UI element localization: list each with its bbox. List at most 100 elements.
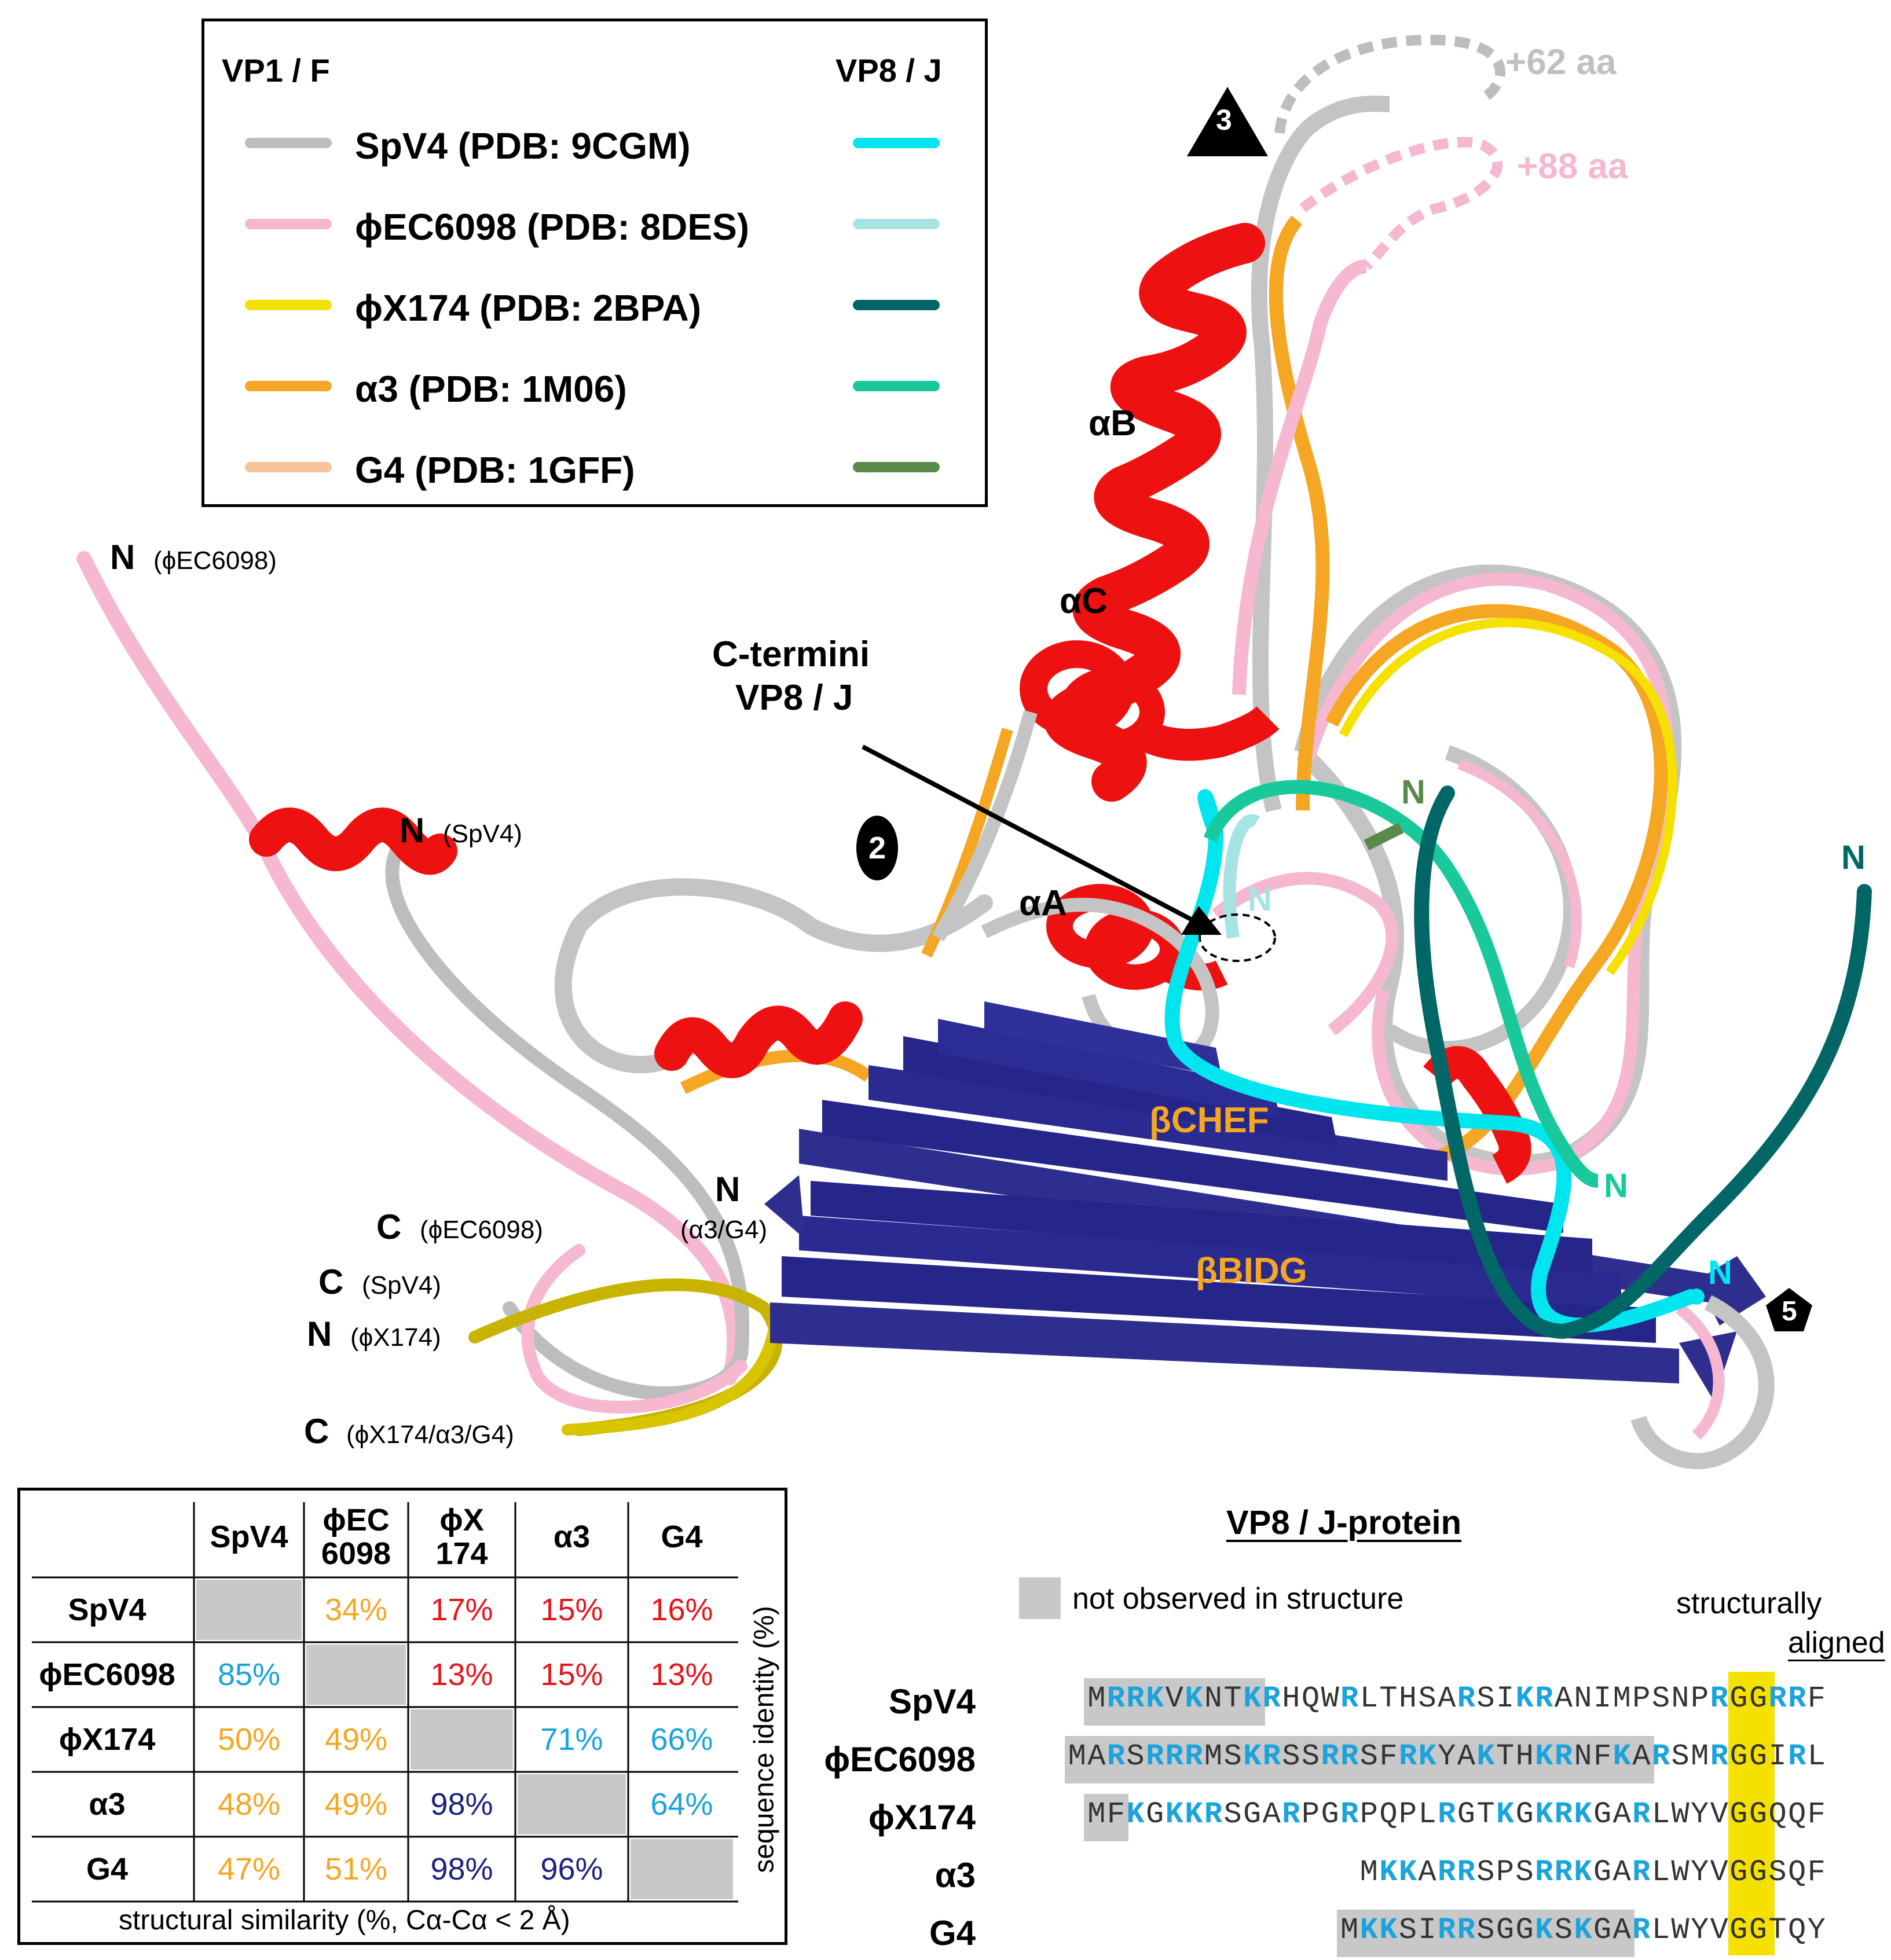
table-cell: 50% bbox=[217, 1722, 281, 1757]
c-spv4-label: C bbox=[318, 1262, 344, 1301]
legend-row: α3 (PDB: 1M06) bbox=[204, 357, 985, 415]
table-row-header: ϕEC6098 bbox=[39, 1657, 175, 1692]
table-diagonal-cell bbox=[518, 1774, 626, 1834]
c-termini-arrow bbox=[862, 744, 1200, 926]
table-cell: 48% bbox=[217, 1787, 281, 1822]
vp8-n-teal-label: N bbox=[1604, 1167, 1628, 1205]
helix-alpha-c bbox=[1020, 640, 1280, 761]
legend-left-header: VP1 / F bbox=[222, 52, 330, 89]
table-cell: 85% bbox=[217, 1657, 281, 1692]
n-ec6098-label: N bbox=[110, 538, 135, 577]
c-termini-label-1: C-termini bbox=[712, 634, 870, 674]
vp8-cyan-n-cap bbox=[1688, 1289, 1705, 1305]
table-diagonal-cell bbox=[411, 1709, 513, 1770]
legend-vp8-swatch bbox=[853, 219, 940, 229]
loop-88-label: +88 aa bbox=[1517, 146, 1628, 186]
legend-vp1-swatch bbox=[245, 300, 332, 310]
sequence-panel-title: VP8 / J-protein bbox=[1226, 1504, 1462, 1541]
table-cell: 47% bbox=[217, 1852, 281, 1886]
n-ec6098-sub: (ϕEC6098) bbox=[153, 546, 277, 575]
table-cell: 34% bbox=[324, 1592, 388, 1627]
c-x174-sub: (ϕX174/α3/G4) bbox=[346, 1421, 514, 1449]
table-cell: 13% bbox=[650, 1657, 713, 1692]
c-ec6098-label: C bbox=[376, 1207, 402, 1246]
spv4-n-tail bbox=[385, 832, 750, 1401]
sequence-line: MKKARRSPSRRKGARLWYVGGSQF bbox=[1359, 1855, 1827, 1889]
table-cell: 49% bbox=[324, 1787, 388, 1822]
sequence-line: MKKSIRRSGGKSKGARLWYVGGTQY bbox=[1340, 1913, 1827, 1947]
beta-chef-label: βCHEF bbox=[1149, 1100, 1269, 1140]
small-helix-right bbox=[1423, 1046, 1531, 1184]
loop-88-dashed bbox=[1299, 137, 1503, 270]
legend-row: ϕEC6098 (PDB: 8DES) bbox=[204, 195, 985, 253]
fivefold-marker bbox=[1766, 1288, 1812, 1331]
table-cell: 64% bbox=[650, 1787, 713, 1822]
alpha-c-connect-gray bbox=[932, 710, 1038, 942]
vp8-green bbox=[1364, 823, 1404, 850]
loop-62-label: +62 aa bbox=[1505, 42, 1617, 82]
aligned-label-2: aligned bbox=[1788, 1626, 1885, 1660]
unobserved-region bbox=[1084, 1794, 1129, 1841]
strand-to-3fold-gray bbox=[1251, 96, 1390, 813]
table-cell: 71% bbox=[540, 1722, 603, 1757]
n-terminal-helix bbox=[249, 808, 457, 875]
legend-row: G4 (PDB: 1GFF) bbox=[204, 438, 985, 496]
legend-vp1-swatch bbox=[245, 138, 332, 148]
legend-vp1-swatch bbox=[245, 219, 332, 229]
table-cell: 98% bbox=[430, 1787, 493, 1822]
sequence-name: ϕEC6098 bbox=[824, 1740, 976, 1779]
vp8-cyan bbox=[1164, 789, 1698, 1333]
table-cell: 13% bbox=[430, 1657, 493, 1692]
legend-label: α3 (PDB: 1M06) bbox=[355, 368, 627, 410]
legend-label: ϕX174 (PDB: 2BPA) bbox=[355, 287, 702, 329]
sym3-label: 3 bbox=[1216, 104, 1232, 136]
vp8-n-dark-label: N bbox=[1841, 839, 1866, 876]
loop-62-dashed bbox=[1274, 35, 1505, 134]
sequence-name: SpV4 bbox=[888, 1682, 976, 1721]
c-termini-circle bbox=[1199, 913, 1276, 962]
c-x174-label: C bbox=[304, 1412, 329, 1451]
table-col-header: α3 bbox=[553, 1519, 591, 1554]
legend-row: SpV4 (PDB: 9CGM) bbox=[204, 114, 985, 172]
n-x174-sub: (ϕX174) bbox=[350, 1323, 441, 1352]
table-row-header: SpV4 bbox=[68, 1592, 146, 1627]
table-cell: 66% bbox=[650, 1722, 713, 1757]
twofold-marker bbox=[856, 816, 898, 880]
legend-vp8-swatch bbox=[853, 138, 940, 148]
protein-structure-overlay bbox=[76, 35, 1872, 1470]
c-termini-label-2: VP8 / J bbox=[735, 678, 853, 718]
unobserved-region bbox=[1337, 1910, 1635, 1957]
table-row-header: ϕX174 bbox=[58, 1722, 156, 1757]
aligned-highlight bbox=[1728, 1672, 1775, 1955]
vp8-light-cyan bbox=[1223, 814, 1260, 939]
n-spv4-label: N bbox=[400, 811, 425, 850]
helix-left bbox=[654, 1001, 863, 1078]
table-bottom-label: structural similarity (%, Cα-Cα < 2 Å) bbox=[119, 1905, 570, 1936]
legend-vp1-swatch bbox=[245, 462, 332, 472]
table-col-header: SpV4 bbox=[210, 1519, 288, 1554]
legend-label: ϕEC6098 (PDB: 8DES) bbox=[355, 206, 750, 248]
c-spv4-sub: (SpV4) bbox=[362, 1271, 441, 1300]
vp8-n-light-label: N bbox=[1248, 880, 1272, 918]
alpha-b-label: αB bbox=[1089, 403, 1137, 443]
sym2-label: 2 bbox=[868, 831, 886, 865]
strand-to-3fold-pink bbox=[1232, 259, 1368, 695]
table-cell: 49% bbox=[324, 1722, 388, 1757]
threefold-marker bbox=[1187, 87, 1268, 156]
table-grid bbox=[32, 1502, 738, 1903]
sequence-line: MFKGKKRSGARPGRPQPLRGTKGKRKGARLWYVGGQQF bbox=[1087, 1797, 1827, 1831]
legend-label: G4 (PDB: 1GFF) bbox=[355, 449, 635, 491]
sequence-name: G4 bbox=[929, 1914, 976, 1952]
right-loops-yellow bbox=[1339, 618, 1677, 975]
aligned-label-1: structurally bbox=[1676, 1587, 1822, 1620]
alpha-c-label: αC bbox=[1060, 581, 1108, 621]
table-diagonal-cell bbox=[196, 1580, 302, 1640]
beta-sheet bbox=[764, 1001, 1766, 1401]
table-col-header: G4 bbox=[661, 1519, 703, 1554]
table-cell: 16% bbox=[650, 1592, 713, 1627]
not-observed-label: not observed in structure bbox=[1072, 1582, 1404, 1616]
table-row-header: G4 bbox=[86, 1852, 129, 1886]
